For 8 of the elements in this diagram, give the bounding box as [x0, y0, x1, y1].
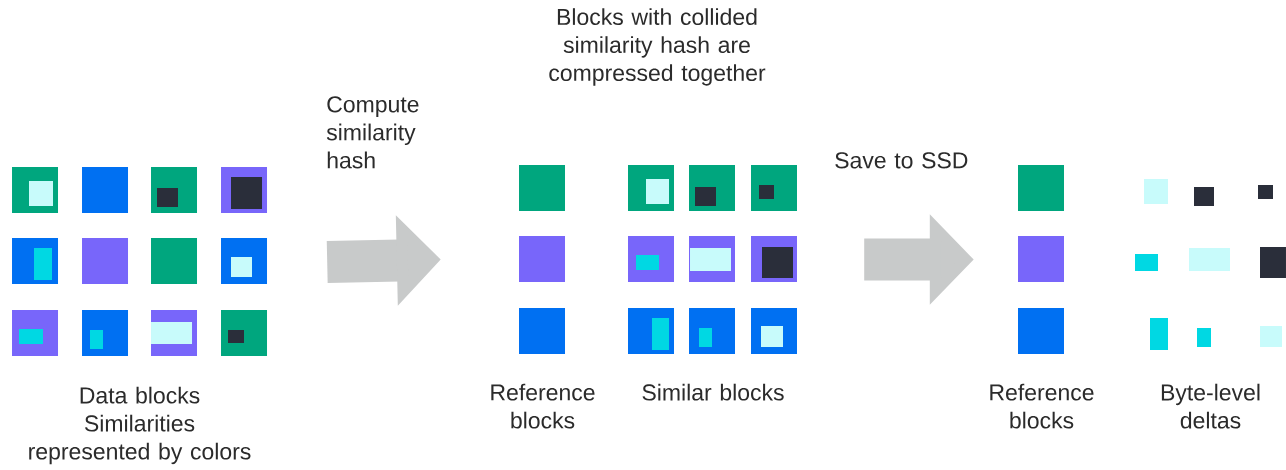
block-group: Data blocks Similarities represented by colors — [29, 386, 251, 465]
block-group: Byte-level deltas — [1161, 383, 1260, 429]
edge-label: Save to SSD — [835, 152, 968, 169]
block-group: Reference blocks — [990, 383, 1094, 429]
block-group: Similar blocks — [642, 383, 784, 401]
heading-text: Blocks with collided similarity hash are compressed together — [549, 8, 766, 86]
edge-label: Compute similarity hash — [326, 96, 419, 169]
block-group: Reference blocks — [491, 383, 595, 429]
